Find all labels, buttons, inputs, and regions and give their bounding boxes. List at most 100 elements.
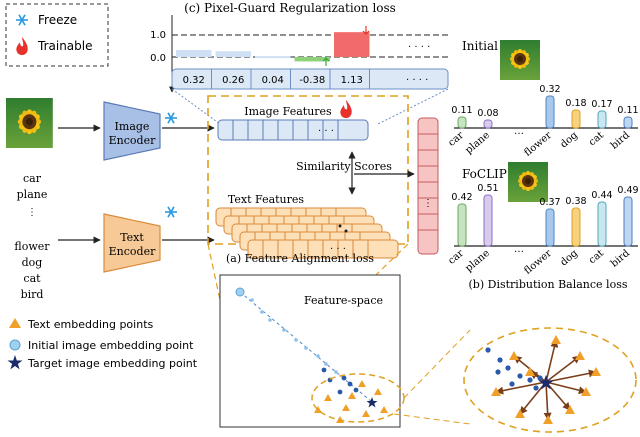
- bar-label: plane: [463, 130, 492, 156]
- bar: [545, 208, 555, 247]
- class-ellipsis: ⋮: [27, 207, 37, 218]
- embedding-point: [347, 381, 353, 387]
- text-point: [525, 367, 535, 376]
- embedding-point: [321, 367, 327, 373]
- trainable-label: Trainable: [37, 39, 92, 53]
- class-item: flower: [14, 240, 50, 253]
- text-point: [551, 335, 561, 344]
- flame-icon: [16, 37, 28, 55]
- repulsion-arrow: [545, 355, 581, 383]
- text-point: [509, 351, 519, 360]
- pixel-guard-panel: (c) Pixel-Guard Regularization loss 1.0 …: [150, 1, 449, 125]
- text-point: [543, 415, 553, 424]
- bar-value: 0.38: [565, 196, 586, 207]
- initial-point: [235, 287, 245, 297]
- text-feature-stack: · · ·: [215, 207, 399, 259]
- bar-value: 0.18: [565, 98, 586, 109]
- text-encoder-line2: Encoder: [109, 245, 156, 258]
- text-point: [565, 405, 575, 414]
- legend-box: [5, 3, 109, 67]
- pixel-value: 0.26: [222, 75, 244, 86]
- image-feature-vector: · · ·: [217, 119, 369, 141]
- focal-title: FoCLIP: [462, 167, 507, 181]
- text-point-label: Text embedding points: [27, 318, 154, 331]
- category-ellipsis: …: [514, 244, 524, 255]
- target-point: [538, 375, 554, 390]
- bar: [483, 194, 493, 247]
- text-point: [581, 387, 591, 396]
- repulsion-arrow: [543, 381, 552, 421]
- embedding-point: [334, 370, 338, 374]
- bar: [597, 201, 607, 247]
- text-point: [380, 406, 388, 413]
- embedding-point: [497, 357, 503, 363]
- pixel-bar: [176, 49, 212, 57]
- text-point: [324, 394, 332, 401]
- text-features-label: Text Features: [228, 193, 304, 206]
- embedding-point: [533, 385, 539, 391]
- text-point: [515, 409, 525, 418]
- bar-label: bird: [609, 129, 632, 151]
- bar-label: cat: [587, 248, 606, 266]
- repulsion-arrow: [545, 381, 571, 411]
- target-point: [366, 397, 378, 408]
- feature-dot: [344, 229, 348, 233]
- text-point: [362, 410, 370, 417]
- initial-bar-chart: 0.11car0.08plane0.32flower0.18dog0.17cat…: [446, 84, 638, 159]
- initial-point-marker: [9, 339, 21, 351]
- initial-thumbnail: [500, 40, 540, 80]
- similarity-label: Similarity Scores: [296, 160, 392, 173]
- bar: [571, 207, 581, 247]
- pixel-row-ellipsis: · · · ·: [406, 75, 428, 86]
- text-point: [314, 406, 322, 413]
- bar-value: 0.08: [477, 108, 498, 119]
- pixel-guard-title: (c) Pixel-Guard Regularization loss: [184, 1, 396, 15]
- text-point: [491, 387, 501, 396]
- decrease-arrow: [362, 26, 370, 35]
- snowflake-icon: [16, 14, 28, 26]
- bar-value: 0.44: [591, 190, 612, 201]
- embedding-point: [341, 375, 347, 381]
- embedding-point: [282, 328, 286, 332]
- class-item: car: [23, 172, 42, 185]
- bar-label: dog: [558, 129, 580, 150]
- initial-point-label: Initial image embedding point: [28, 339, 194, 352]
- connector-right: [377, 88, 449, 125]
- initial-title: Initial: [462, 39, 498, 53]
- zoom-line-bottom: [393, 413, 471, 425]
- text-encoder: Text Encoder: [103, 213, 161, 273]
- embedding-point: [304, 346, 308, 350]
- feature-ellipsis: · · ·: [330, 244, 346, 255]
- image-encoder: Image Encoder: [103, 101, 161, 161]
- feature-alignment-caption: (a) Feature Alignment loss: [226, 252, 374, 265]
- flame-icon: [340, 100, 352, 118]
- pixel-guard-ellipsis: · · · ·: [408, 42, 430, 53]
- bar: [545, 95, 555, 129]
- bar-value: 0.32: [539, 84, 560, 95]
- point-legend: Text embedding points Initial image embe…: [7, 318, 198, 370]
- bar-label: plane: [463, 248, 492, 274]
- repulsion-arrow: [519, 381, 547, 415]
- tick-high: 1.0: [150, 30, 166, 41]
- text-point: [591, 367, 601, 376]
- freeze-label: Freeze: [38, 13, 77, 27]
- embedding-point: [505, 365, 511, 371]
- target-point-marker: [7, 355, 23, 370]
- bar: [457, 116, 467, 129]
- connector-left: [171, 88, 221, 125]
- text-point: [575, 351, 585, 360]
- feature-space-plot: Feature-space: [219, 274, 471, 428]
- pixel-bar: [334, 32, 370, 57]
- bar: [571, 109, 581, 129]
- pixel-value-row: [171, 68, 449, 90]
- embedding-point: [324, 362, 328, 366]
- bar-label: car: [446, 130, 466, 149]
- snowflake-icon: [165, 206, 177, 218]
- distribution-caption: (b) Distribution Balance loss: [469, 278, 628, 291]
- pixel-guard-bars: [176, 26, 370, 66]
- feature-dot: [338, 224, 342, 228]
- embedding-point: [517, 373, 523, 379]
- bar-value: 0.49: [617, 185, 638, 196]
- image-features-label: Image Features: [244, 105, 332, 118]
- freeze-trainable-legend: Freeze Trainable: [5, 3, 109, 67]
